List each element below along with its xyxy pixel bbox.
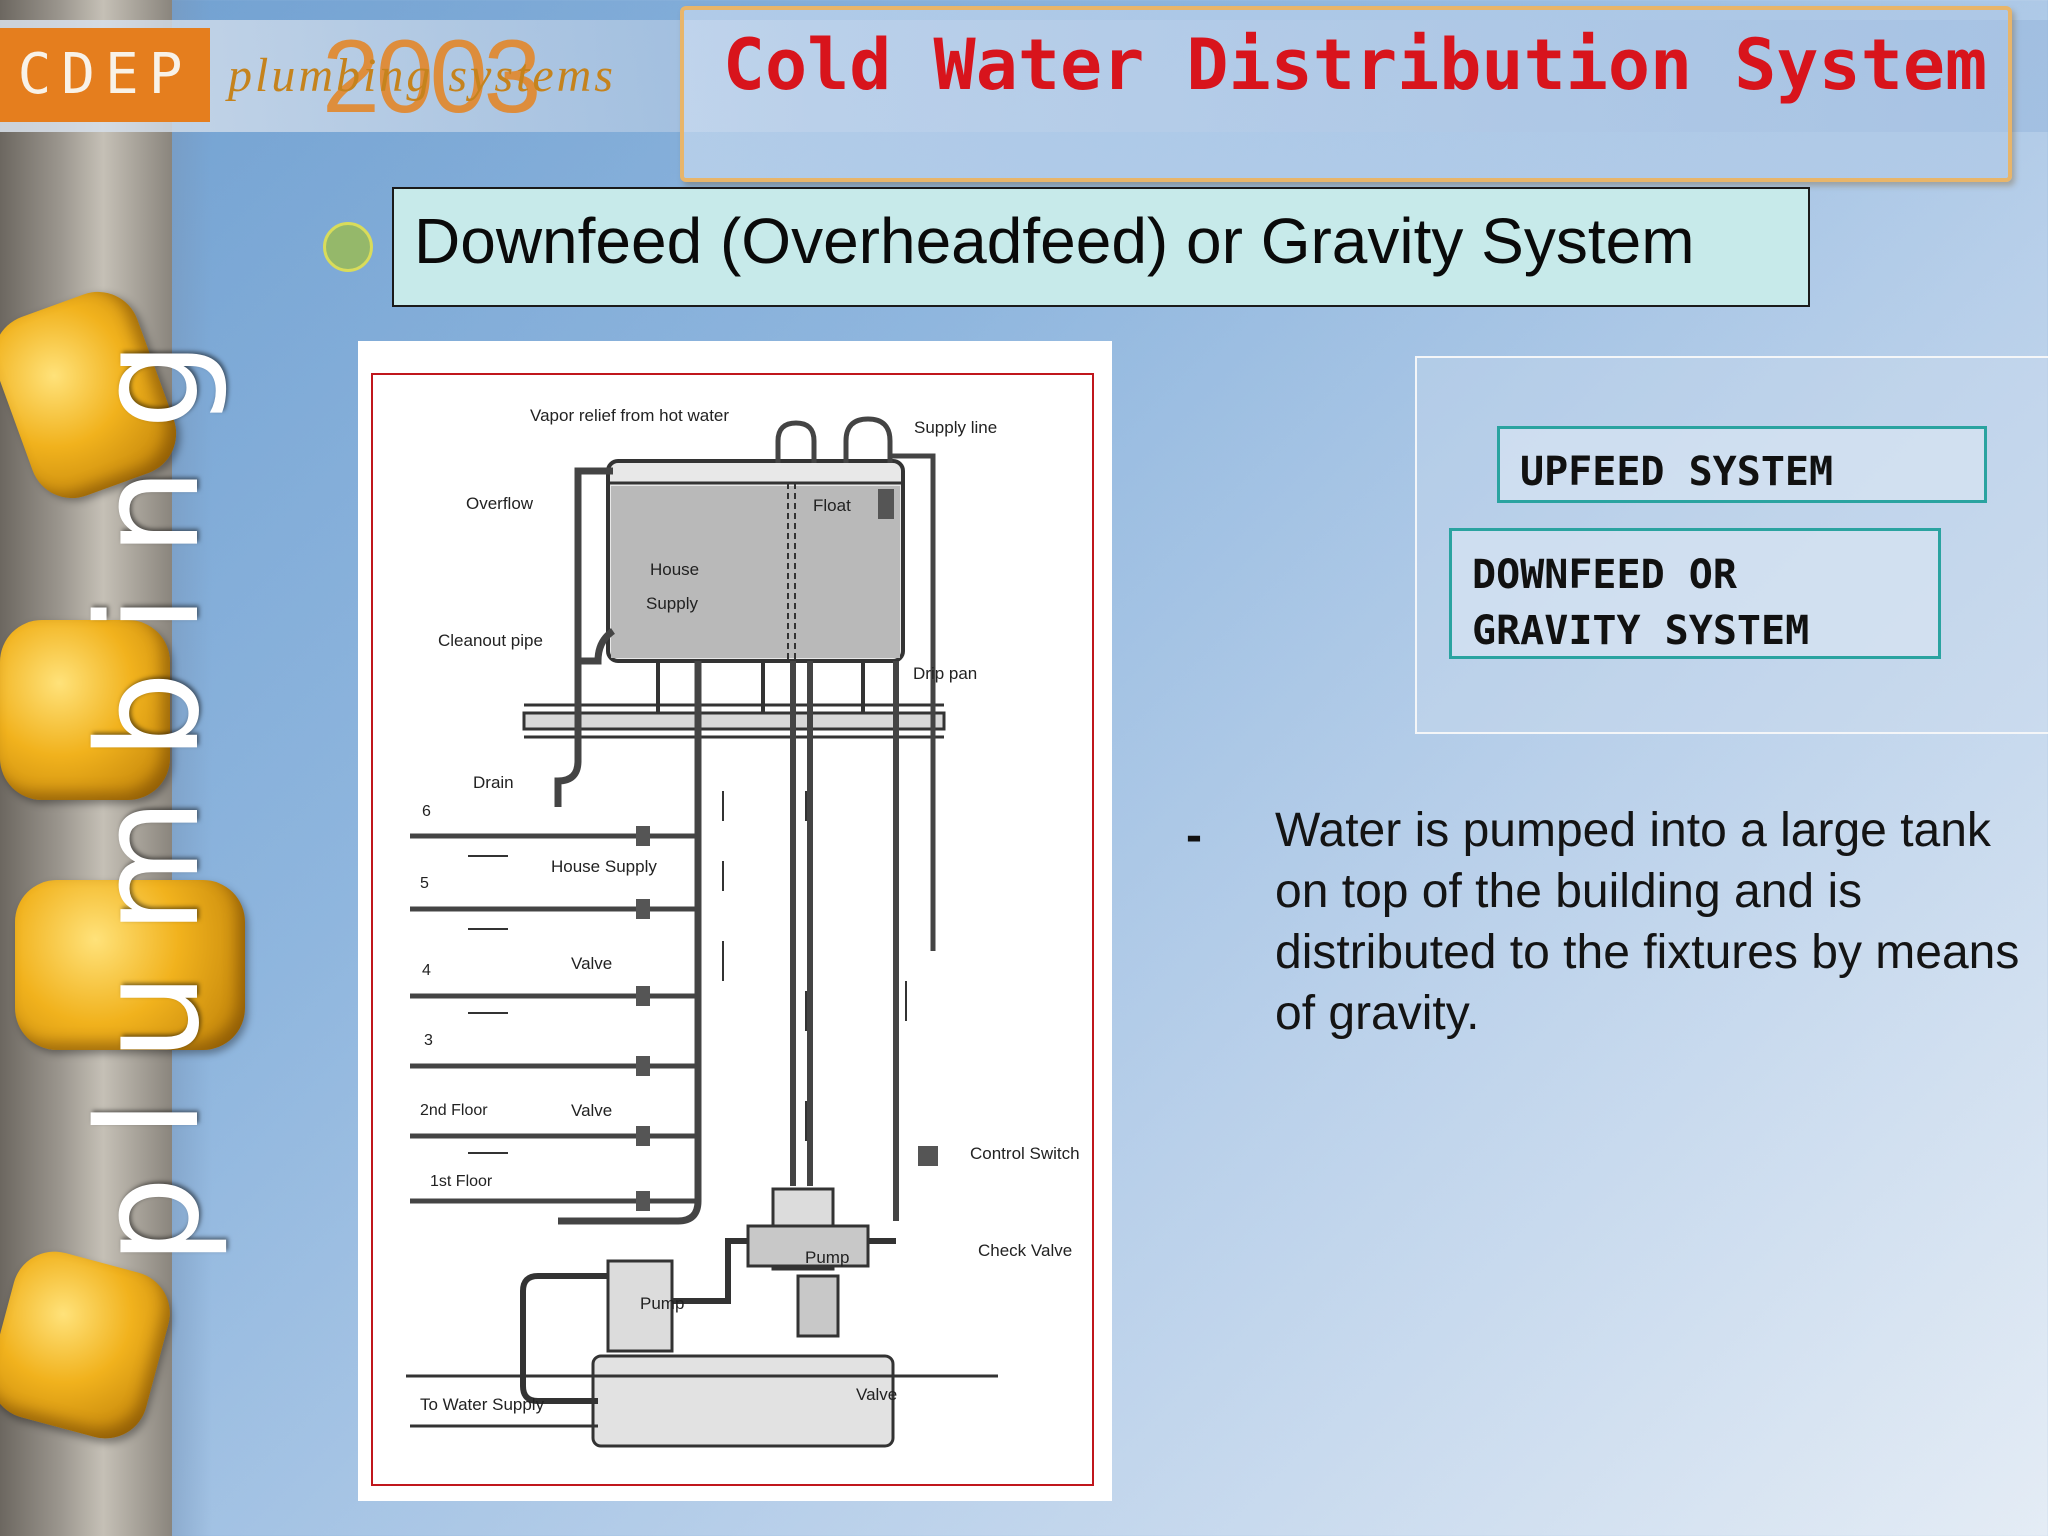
downfeed-label-line2: GRAVITY SYSTEM: [1472, 608, 1810, 654]
label-drain: Drain: [473, 773, 514, 792]
floor-label: 2nd Floor: [420, 1102, 488, 1119]
left-decor-shadow: [172, 0, 212, 1536]
pipe-fitting-image: [15, 880, 245, 1050]
label-supply-line: Supply line: [914, 418, 997, 437]
label-check-valve: Check Valve: [978, 1241, 1072, 1260]
upfeed-label: UPFEED SYSTEM: [1520, 449, 1834, 495]
bullet-circle-icon: [323, 222, 373, 272]
label-vapor-relief: Vapor relief from hot water: [530, 406, 729, 425]
control-switch-icon: [918, 1146, 938, 1166]
floor-label: 4: [422, 962, 431, 979]
bullet-text: Water is pumped into a large tank on top…: [1275, 804, 2020, 1040]
floor-label: 5: [420, 875, 429, 892]
label-pump-1: Pump: [640, 1294, 684, 1313]
floor-branches: [410, 833, 698, 1204]
subtitle-box: [392, 187, 1810, 307]
logo-tagline: plumbing systems: [228, 49, 616, 102]
vent-loops: [775, 416, 936, 951]
diagram-svg: Vapor relief from hot water Supply line …: [371, 373, 1094, 1486]
label-control-switch: Control Switch: [970, 1144, 1080, 1163]
downfeed-riser: [558, 661, 702, 1225]
bullet-marker: -: [1186, 809, 1202, 862]
downfeed-diagram: Vapor relief from hot water Supply line …: [358, 341, 1112, 1501]
label-house-tank-1: House: [650, 560, 699, 579]
ground-lines: [406, 1374, 998, 1428]
floor-label: 6: [422, 803, 431, 820]
floor-label: 3: [424, 1032, 433, 1049]
roof-slab: [522, 703, 946, 739]
label-house-tank-2: Supply: [646, 594, 698, 613]
title-frame: [680, 6, 2012, 182]
diagram-border: [371, 373, 1094, 1486]
branch-valves: [636, 826, 650, 1211]
logo-year: 2003: [322, 19, 541, 135]
label-valve-2: Valve: [571, 1101, 612, 1120]
label-cleanout-pipe: Cleanout pipe: [438, 631, 543, 650]
slide-subtitle: Downfeed (Overheadfeed) or Gravity Syste…: [414, 205, 1695, 277]
label-pump-2: Pump: [805, 1248, 849, 1267]
label-float: Float: [813, 496, 851, 515]
flow-arrows: [468, 791, 907, 1154]
overflow-pipe: [554, 467, 616, 807]
floor-label: 1st Floor: [430, 1173, 493, 1190]
label-valve-1: Valve: [571, 954, 612, 973]
label-valve-3: Valve: [856, 1385, 897, 1404]
pump-assembly: [520, 1187, 896, 1448]
downfeed-label-line1: DOWNFEED OR: [1472, 552, 1737, 598]
side-word-plumbing: plumbing: [68, 302, 231, 1265]
upfeed-system-box: UPFEED SYSTEM: [1497, 426, 1987, 503]
downfeed-system-box: DOWNFEED OR GRAVITY SYSTEM: [1449, 528, 1941, 659]
slide-title: Cold Water Distribution System: [722, 24, 1988, 106]
label-drip-pan: Drip pan: [913, 664, 977, 683]
label-house-supply: House Supply: [551, 857, 657, 876]
label-to-water-supply: To Water Supply: [420, 1395, 545, 1414]
brand-logo: CDEP: [0, 28, 210, 122]
pump-riser: [790, 661, 899, 1221]
label-overflow: Overflow: [466, 494, 534, 513]
house-supply-tank: [606, 459, 905, 663]
pipe-fitting-image: [0, 620, 170, 800]
